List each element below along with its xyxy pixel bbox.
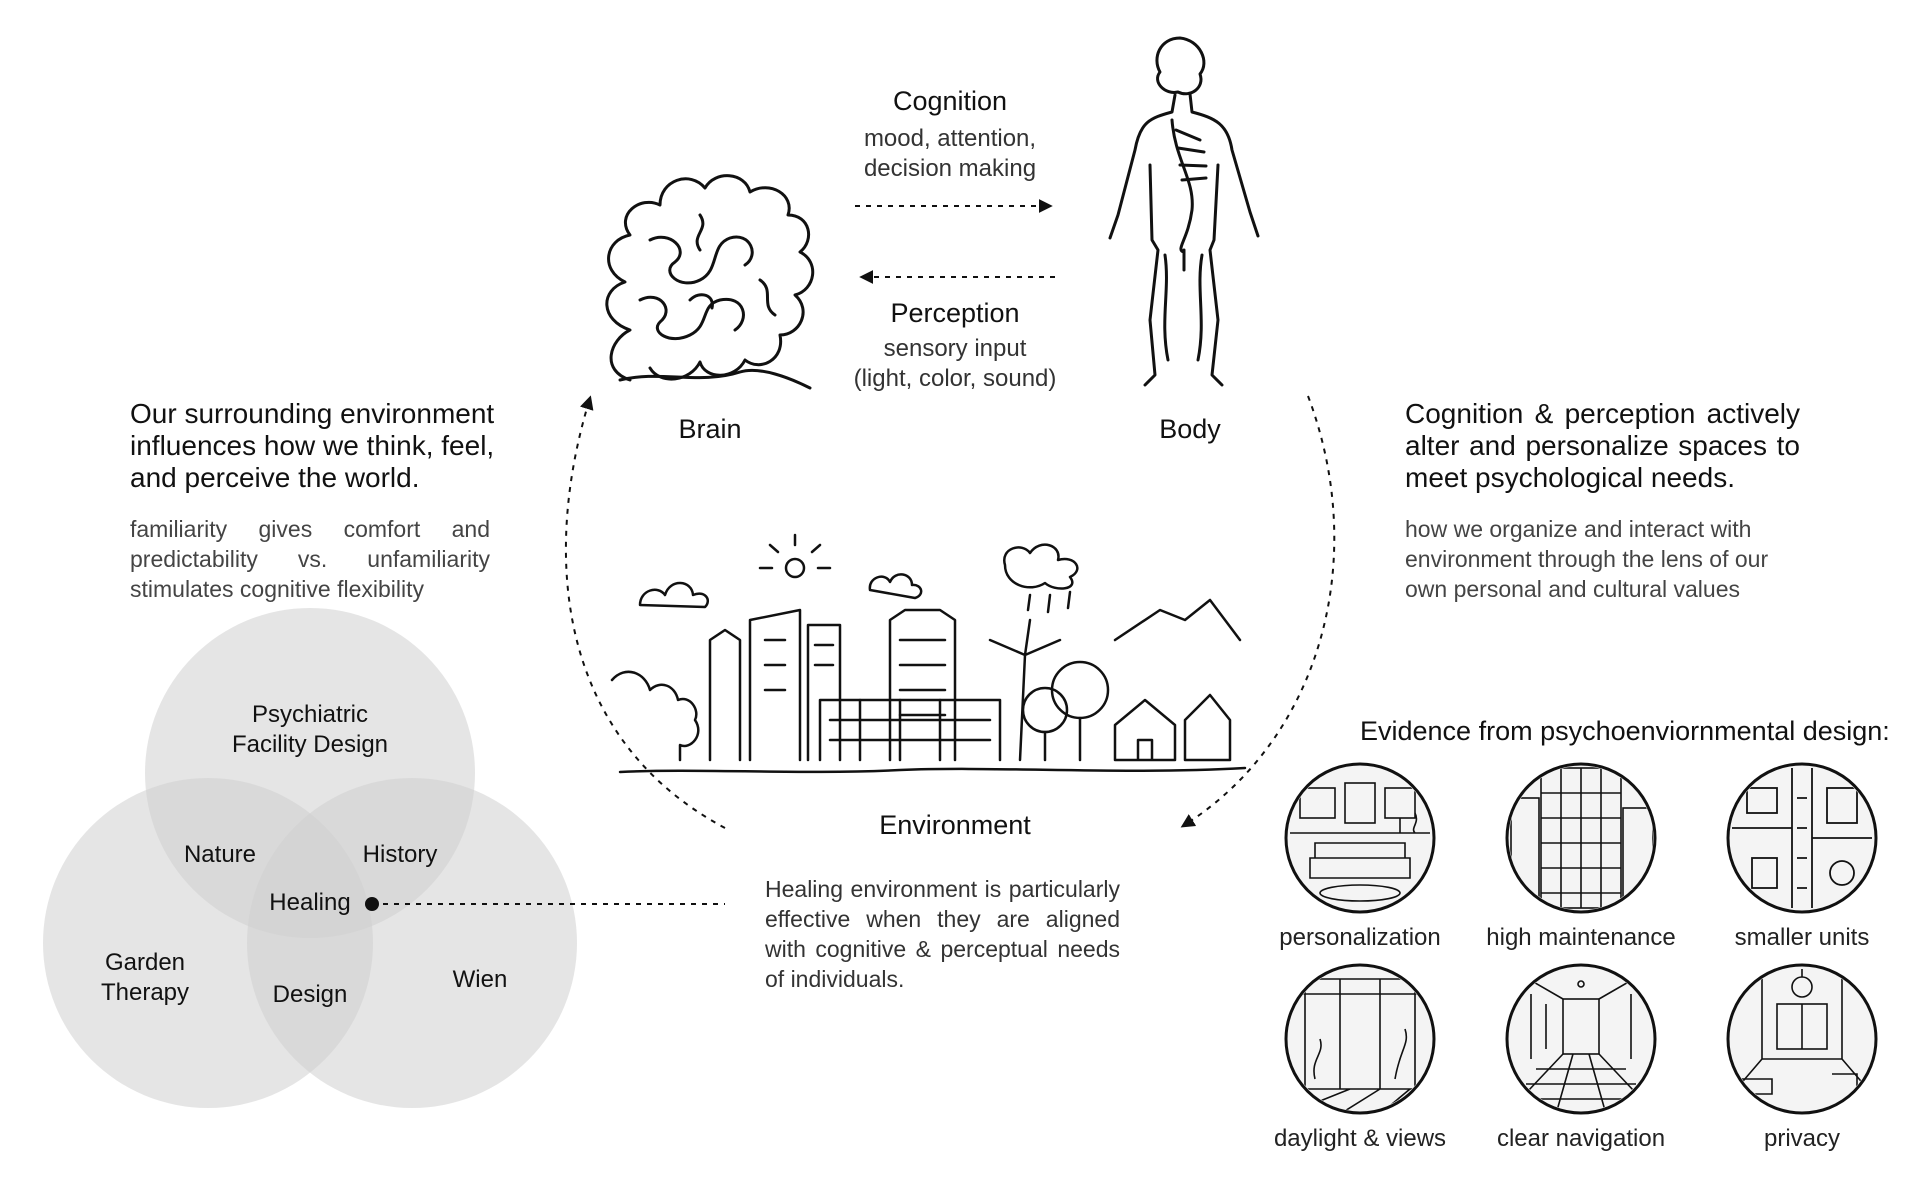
environment-illustration — [610, 533, 1247, 774]
evidence-title: Evidence from psychoenviornmental design… — [1360, 716, 1890, 746]
evidence-label-personalization: personalization — [1279, 924, 1441, 951]
venn-label-history: History — [362, 841, 438, 868]
venn-label-wien: Wien — [452, 966, 508, 993]
brain-illustration — [605, 174, 815, 390]
living-room-icon — [1284, 762, 1436, 914]
perception-title: Perception — [890, 298, 1020, 328]
evidence-label-smaller-units: smaller units — [1734, 924, 1870, 951]
perception-line2: (light, color, sound) — [853, 365, 1057, 392]
healing-note: Healing environment is particularly effe… — [765, 876, 1120, 992]
brain-label: Brain — [678, 414, 742, 444]
venn-circle-wien — [247, 778, 577, 1108]
right-heading: Cognition & perception actively alter an… — [1405, 398, 1800, 493]
venn-label-garden-2: Therapy — [100, 979, 190, 1006]
venn-label-healing: Healing — [269, 889, 351, 916]
body-illustration — [1108, 36, 1260, 387]
venn-label-psychiatric-1: Psychiatric — [251, 701, 369, 728]
left-heading: Our surrounding environment influences h… — [130, 398, 495, 493]
cognition-line2: decision making — [863, 155, 1037, 182]
perception-line1: sensory input — [883, 335, 1027, 362]
cognition-title: Cognition — [892, 86, 1008, 116]
right-body: how we organize and interact with enviro… — [1405, 516, 1769, 602]
loop-arrow-right — [1180, 395, 1336, 828]
private-room-icon — [1726, 963, 1878, 1115]
corridor-icon — [1505, 963, 1657, 1115]
venn-label-garden-1: Garden — [104, 949, 186, 976]
floor-plan-icon — [1726, 762, 1878, 914]
evidence-label-high-maintenance: high maintenance — [1486, 924, 1676, 951]
venn-label-nature: Nature — [183, 841, 257, 868]
cognition-line1: mood, attention, — [863, 125, 1037, 152]
venn-diagram — [43, 608, 577, 1108]
venn-label-psychiatric-2: Facility Design — [231, 731, 389, 758]
loop-arrow-left — [564, 395, 726, 829]
left-body: familiarity gives comfort and predictabi… — [130, 516, 490, 602]
body-label: Body — [1159, 414, 1221, 444]
apartment-facade-icon — [1505, 762, 1657, 914]
evidence-label-privacy: privacy — [1763, 1125, 1841, 1152]
healing-connector-dot — [365, 897, 379, 911]
window-view-icon — [1284, 963, 1436, 1115]
evidence-label-daylight-views: daylight & views — [1273, 1125, 1447, 1152]
evidence-icons — [1284, 762, 1878, 1115]
venn-label-design: Design — [272, 981, 348, 1008]
evidence-label-clear-navigation: clear navigation — [1496, 1125, 1666, 1152]
environment-label: Environment — [879, 810, 1031, 840]
